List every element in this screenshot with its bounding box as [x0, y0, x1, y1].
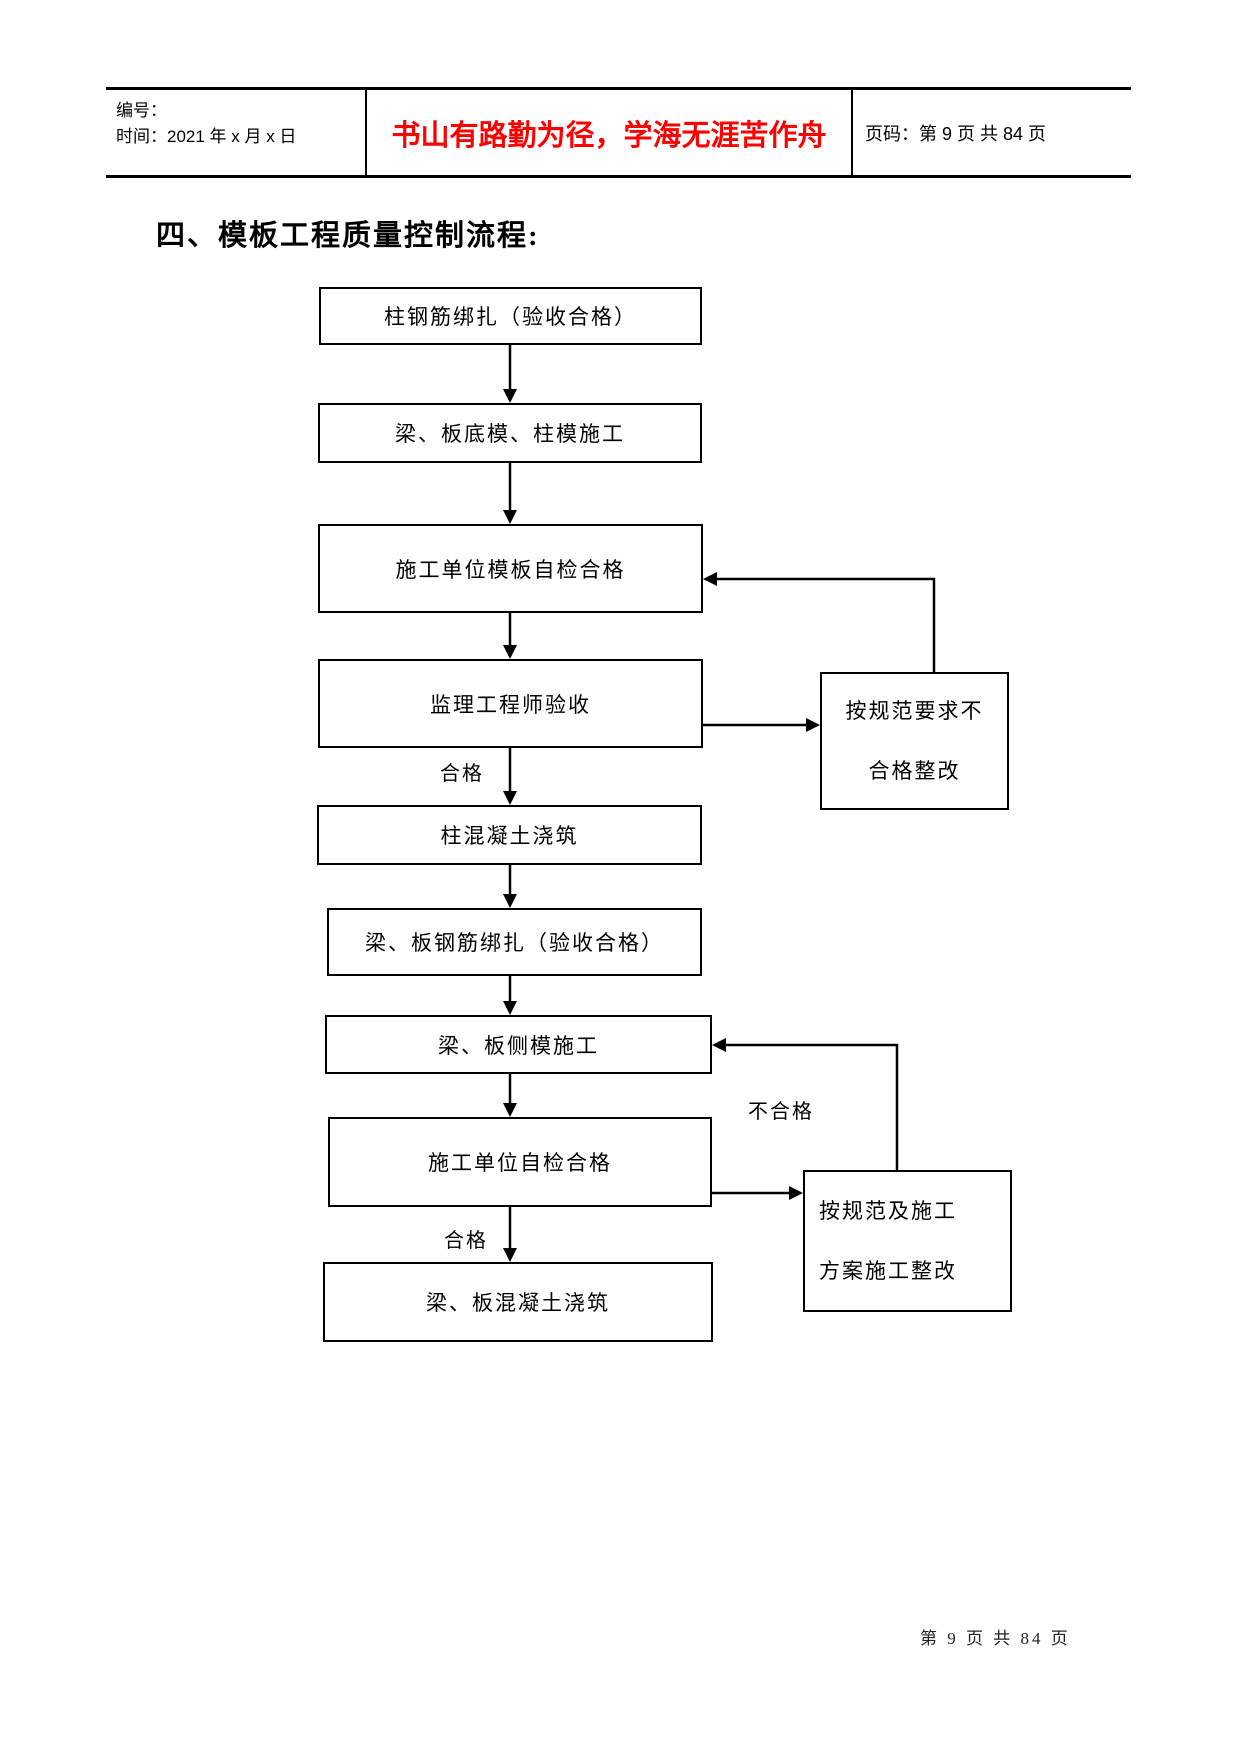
header-page-label: 页码：第 9 页 共 84 页: [865, 123, 1047, 144]
arrow-sideA-n3: [714, 577, 936, 672]
flow-node-bottom-form: 梁、板底模、柱模施工: [318, 403, 702, 463]
footer-page-number: 第 9 页 共 84 页: [920, 1629, 1071, 1648]
edge-label-pass-2: 合格: [444, 1230, 488, 1252]
header-table: 编号： 时间：2021 年 x 月 x 日 书山有路勤为径，学海无涯苦作舟 页码…: [106, 87, 1131, 178]
rectify-spec-line1: 按规范要求不: [845, 699, 984, 723]
flow-node-rectify-per-plan: 按规范及施工 方案施工整改: [803, 1170, 1012, 1312]
flow-node-contractor-selfcheck: 施工单位自检合格: [328, 1117, 712, 1207]
flow-node-beam-slab-rebar: 梁、板钢筋绑扎（验收合格）: [327, 908, 702, 976]
rectify-plan-line1: 按规范及施工: [819, 1199, 957, 1223]
flow-node-side-form: 梁、板侧模施工: [325, 1015, 712, 1074]
header-motto: 书山有路勤为径，学海无涯苦作舟: [391, 119, 827, 152]
flow-node-beam-slab-concrete: 梁、板混凝土浇筑: [323, 1262, 713, 1342]
flow-node-rectify-per-spec: 按规范要求不 合格整改: [820, 672, 1009, 810]
flow-node-contractor-formwork-selfcheck: 施工单位模板自检合格: [318, 524, 703, 613]
header-cell-motto: 书山有路勤为径，学海无涯苦作舟: [367, 90, 853, 175]
section-title: 四、模板工程质量控制流程:: [156, 220, 540, 252]
flow-node-column-concrete: 柱混凝土浇筑: [317, 805, 702, 865]
edge-label-pass-1: 合格: [440, 763, 484, 785]
header-number-label: 编号：: [116, 101, 167, 120]
header-time-label: 时间：2021 年 x 月 x 日: [116, 127, 297, 146]
rectify-spec-line2: 合格整改: [868, 759, 961, 783]
rectify-plan-line2: 方案施工整改: [819, 1259, 957, 1283]
edge-label-fail: 不合格: [748, 1101, 814, 1123]
flow-node-column-rebar: 柱钢筋绑扎（验收合格）: [319, 287, 702, 345]
flow-node-supervisor-acceptance: 监理工程师验收: [318, 659, 703, 748]
header-cell-number-time: 编号： 时间：2021 年 x 月 x 日: [106, 90, 367, 175]
header-cell-page: 页码：第 9 页 共 84 页: [853, 90, 1131, 175]
